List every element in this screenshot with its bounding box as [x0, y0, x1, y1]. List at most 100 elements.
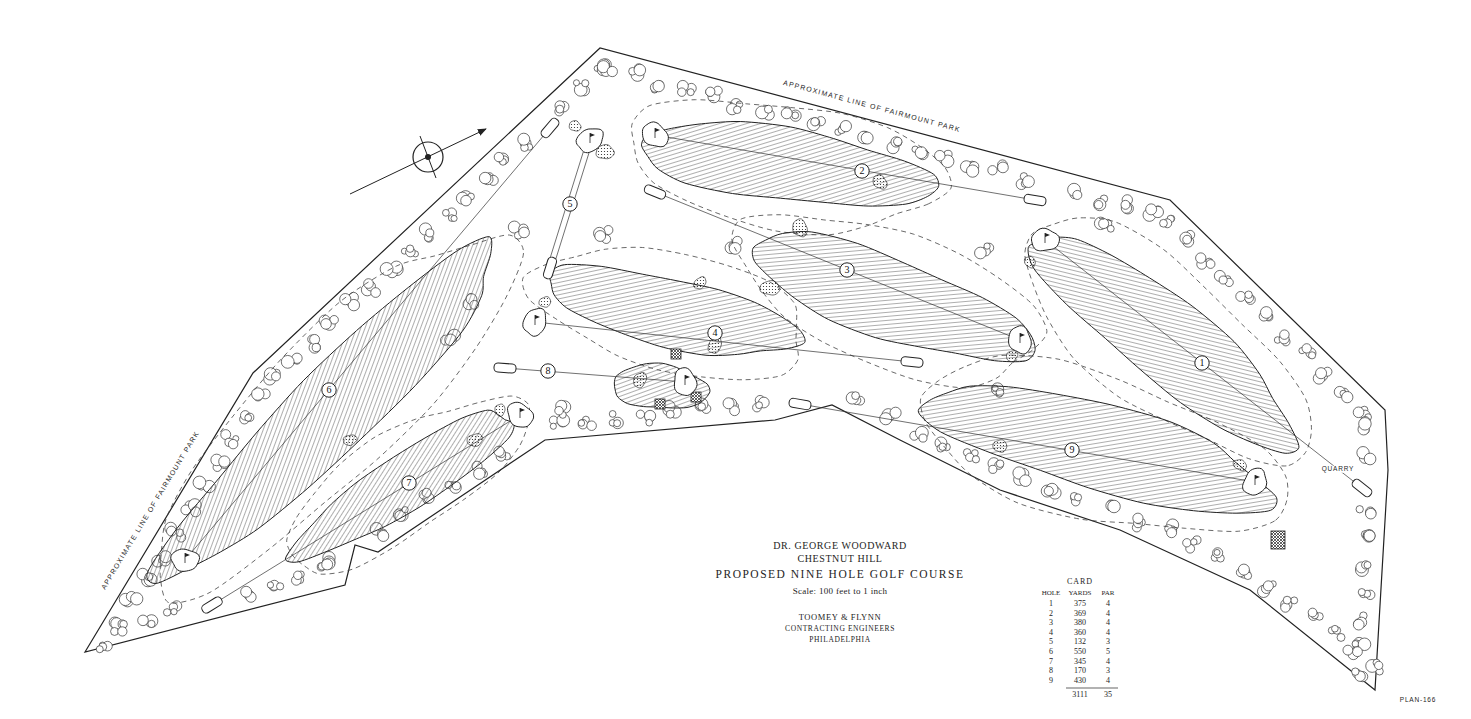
tree-crown: [1180, 232, 1192, 244]
tree-symbol: [880, 407, 901, 425]
green-outline: [523, 308, 546, 336]
tree-crown: [1094, 200, 1102, 208]
bunker-layer: [343, 121, 1246, 471]
tree-crown: [219, 456, 230, 467]
hole-number-circle: [541, 364, 555, 378]
tree-crown: [1073, 190, 1082, 199]
putting-green: [523, 308, 546, 336]
play-line: [547, 140, 587, 268]
bunker: [1233, 460, 1246, 471]
tree-symbol: [1132, 513, 1145, 532]
bunker: [760, 281, 780, 295]
hole-number: 3: [839, 262, 855, 278]
card-cell: 4: [1105, 600, 1111, 608]
tree-crown: [706, 88, 715, 97]
tree-crown: [163, 609, 170, 616]
tree-crown: [890, 407, 901, 418]
hole-number: 9: [1064, 442, 1080, 458]
tree-crown: [1020, 475, 1032, 487]
fairway: [549, 264, 805, 355]
tree-symbol: [1352, 668, 1368, 682]
card-column-heading: HOLE: [1041, 590, 1062, 597]
tree-crown: [310, 334, 320, 344]
tree-crown: [1191, 539, 1198, 546]
tree-crown: [582, 80, 589, 87]
card-cell: 5: [1105, 648, 1111, 656]
tree-crown: [519, 227, 530, 238]
bunker: [1024, 256, 1035, 268]
tree-crown: [1356, 506, 1363, 513]
rough-outline: [732, 215, 1047, 388]
play-line: [212, 415, 520, 605]
tree-symbol: [781, 107, 801, 122]
tree-symbol: [340, 292, 360, 310]
flag: [1020, 333, 1025, 337]
hole-number: 1: [1194, 355, 1210, 371]
play-line: [655, 192, 1020, 340]
tree-crown: [96, 646, 103, 653]
tree-symbol: [508, 221, 529, 239]
tree-symbol: [1068, 183, 1082, 199]
bunker: [873, 175, 887, 190]
tree-crown: [321, 319, 332, 330]
tree-crown: [1343, 645, 1353, 655]
tree-symbol: [1259, 307, 1273, 321]
hole-number-text: 2: [860, 166, 865, 176]
card-cell: 4: [1105, 610, 1111, 618]
tree-symbol: [1308, 608, 1323, 620]
tree-crown: [1352, 668, 1359, 675]
hole-number-text: 3: [845, 265, 850, 275]
tree-crown: [756, 402, 763, 409]
tree-symbol: [650, 80, 664, 93]
tee-box: [539, 117, 560, 140]
tree-crown: [1167, 528, 1177, 538]
card-cell: 430: [1073, 677, 1087, 685]
tree-symbol: [119, 591, 143, 606]
green-outline: [171, 549, 200, 571]
tree-crown: [573, 80, 579, 86]
green-outline: [1031, 228, 1059, 251]
tree-symbol: [1313, 367, 1332, 384]
tree-symbol: [308, 334, 321, 353]
hole-number: 8: [540, 363, 556, 379]
tree-symbol: [111, 620, 128, 636]
flag: [520, 408, 525, 412]
tree-crown: [1283, 596, 1291, 604]
tree-crown: [614, 420, 621, 427]
tree-crown: [975, 247, 987, 259]
tree-crown: [811, 118, 819, 126]
card-cell: 8: [1048, 667, 1054, 675]
tree-crown: [252, 388, 264, 400]
tree-symbol: [1353, 612, 1367, 630]
green-outline: [1009, 326, 1032, 354]
bunker: [569, 121, 581, 132]
tree-symbol: [1070, 492, 1081, 505]
tree-crown: [1280, 330, 1289, 339]
tree-crown: [1363, 530, 1375, 542]
tree-symbol: [240, 411, 254, 424]
bunker: [993, 440, 1007, 453]
card-cell: 9: [1048, 677, 1054, 685]
green-outline: [1243, 468, 1267, 495]
tree-crown: [595, 231, 606, 242]
tree-crown: [1308, 608, 1317, 617]
tree-crown: [1214, 549, 1220, 555]
tree-crown: [479, 172, 491, 184]
green-outline: [674, 368, 697, 396]
hole-number: 4: [707, 325, 723, 341]
tree-symbol: [380, 261, 403, 278]
tree-symbol: [1361, 530, 1375, 543]
tree-crown: [1342, 392, 1353, 403]
hole-number-circle: [402, 476, 416, 490]
tree-symbol: [1281, 596, 1298, 612]
tree-crown: [1213, 548, 1223, 558]
card-cell: 3111: [1071, 691, 1088, 699]
tree-crown: [309, 342, 320, 353]
tree-crown: [1281, 603, 1290, 612]
tree-crown: [1353, 407, 1364, 418]
hole-number: 2: [854, 163, 870, 179]
tree-crown: [939, 443, 946, 450]
hole-number: 6: [321, 382, 337, 398]
drawing-title: PROPOSED NINE HOLE GOLF COURSE: [715, 569, 966, 581]
tree-symbol: [1334, 386, 1353, 402]
